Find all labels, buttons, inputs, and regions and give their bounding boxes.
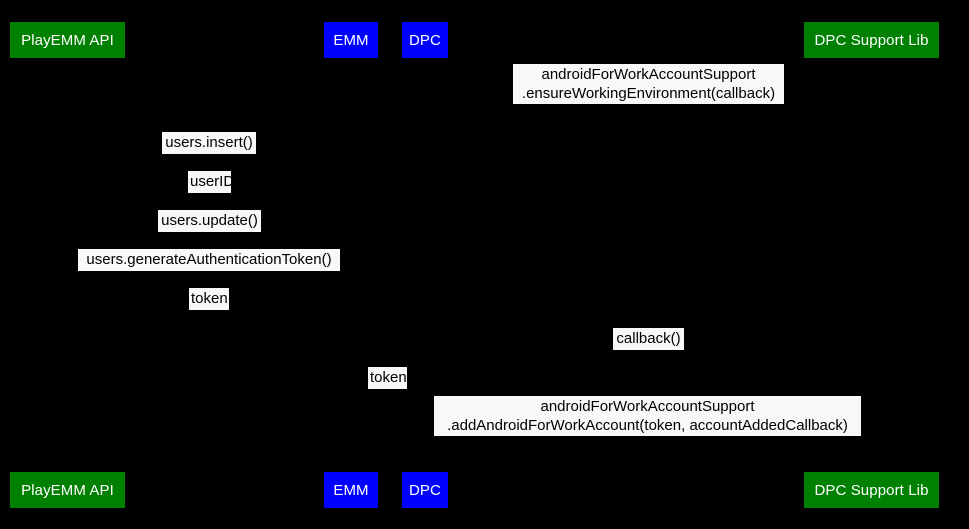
message-arrow-msg-token-lower xyxy=(351,390,425,391)
message-label-msg-userid: userID xyxy=(188,171,235,193)
message-label-line: .addAndroidForWorkAccount(token, account… xyxy=(447,417,848,434)
lifeline-playemm xyxy=(68,58,69,472)
participant-footer-dpc[interactable]: DPC xyxy=(402,472,448,508)
message-label-msg-token-upper: token xyxy=(189,288,229,310)
participant-header-dpc[interactable]: DPC xyxy=(402,22,448,58)
participant-label: DPC Support Lib xyxy=(814,31,929,49)
message-label-line: androidForWorkAccountSupport xyxy=(541,66,756,83)
message-arrow-msg-users-update xyxy=(67,233,351,234)
lifeline-emm xyxy=(351,58,352,472)
lifeline-dpc xyxy=(425,58,426,472)
participant-label: PlayEMM API xyxy=(21,31,114,49)
participant-label: DPC xyxy=(409,31,441,49)
participant-label: DPC Support Lib xyxy=(814,481,929,499)
message-arrow-msg-generate-authentication-token xyxy=(67,272,351,273)
message-arrow-msg-callback xyxy=(425,351,872,352)
lifeline-dpcsupportlib xyxy=(872,58,873,472)
participant-header-emm[interactable]: EMM xyxy=(324,22,378,58)
message-label-line: .ensureWorkingEnvironment(callback) xyxy=(521,85,776,102)
participant-footer-playemm[interactable]: PlayEMM API xyxy=(10,472,125,508)
message-label-msg-ensure-working-environment: androidForWorkAccountSupport .ensureWorki… xyxy=(513,64,784,104)
message-label-line: users.update() xyxy=(161,212,258,229)
message-label-line: token xyxy=(191,290,228,307)
message-label-line: users.insert() xyxy=(165,134,253,151)
participant-label: EMM xyxy=(333,31,369,49)
participant-label: DPC xyxy=(409,481,441,499)
message-label-msg-add-android-for-work-account: androidForWorkAccountSupport .addAndroidF… xyxy=(434,396,861,436)
message-label-line: userID xyxy=(190,173,235,190)
message-arrow-msg-users-insert xyxy=(67,155,351,156)
message-label-msg-users-insert: users.insert() xyxy=(162,132,256,154)
participant-header-dpcsupportlib[interactable]: DPC Support Lib xyxy=(804,22,939,58)
message-arrow-msg-add-android-for-work-account xyxy=(425,437,872,438)
participant-footer-emm[interactable]: EMM xyxy=(324,472,378,508)
message-label-line: callback() xyxy=(616,330,681,347)
message-arrow-msg-ensure-working-environment xyxy=(425,105,872,106)
message-label-line: androidForWorkAccountSupport xyxy=(540,398,755,415)
message-arrow-msg-userid xyxy=(67,194,351,195)
participant-label: EMM xyxy=(333,481,369,499)
message-label-msg-token-lower: token xyxy=(368,367,407,389)
message-label-msg-generate-authentication-token: users.generateAuthenticationToken() xyxy=(78,249,340,271)
message-label-msg-callback: callback() xyxy=(613,328,684,350)
participant-label: PlayEMM API xyxy=(21,481,114,499)
message-label-line: token xyxy=(370,369,407,386)
message-arrow-msg-token-upper xyxy=(67,311,351,312)
message-label-line: users.generateAuthenticationToken() xyxy=(86,251,332,268)
participant-header-playemm[interactable]: PlayEMM API xyxy=(10,22,125,58)
message-label-msg-users-update: users.update() xyxy=(158,210,261,232)
participant-footer-dpcsupportlib[interactable]: DPC Support Lib xyxy=(804,472,939,508)
